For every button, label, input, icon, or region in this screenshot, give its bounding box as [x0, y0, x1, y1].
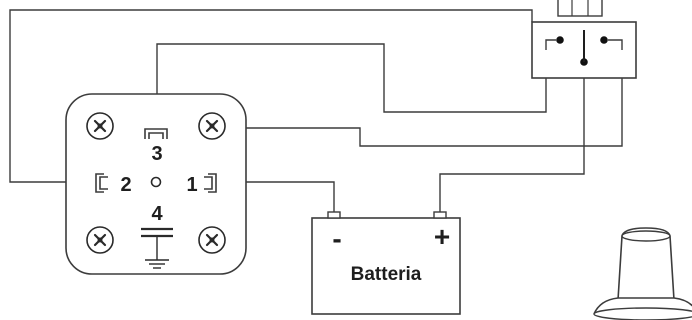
wire-relay-to-switch-right: [246, 50, 623, 147]
wire-switch-to-battery-positive: [439, 62, 585, 218]
battery-label: Batteria: [351, 264, 422, 285]
terminal-1-label: 1: [186, 174, 197, 196]
screw-cross-icon: [86, 112, 114, 140]
toggle-switch-icon: [531, 0, 637, 79]
terminal-1-bracket: [204, 173, 217, 193]
terminal-3-label: 3: [151, 143, 162, 165]
screw-cross-icon: [86, 226, 114, 254]
screw-cross-icon: [198, 112, 226, 140]
center-pin: [150, 176, 162, 188]
terminal-4-label: 4: [151, 203, 163, 225]
wire-terminal-2-to-switch: [9, 9, 533, 183]
battery-positive-label: +: [434, 221, 450, 252]
screw-cross-icon: [198, 226, 226, 254]
ground-symbol-icon: [141, 227, 173, 269]
wires: [9, 9, 623, 218]
terminal-2-bracket: [95, 173, 108, 193]
wire-terminal-3-to-switch: [156, 43, 547, 113]
terminal-3-bracket: [144, 128, 168, 139]
relay: 3 2 1 4: [65, 93, 247, 275]
wire-terminal-1-to-battery-negative: [246, 181, 335, 218]
battery-positive-post: [433, 211, 447, 219]
battery: - + Batteria: [311, 211, 461, 315]
terminal-2-label: 2: [120, 174, 131, 196]
battery-negative-post: [327, 211, 341, 219]
battery-negative-label: -: [332, 223, 341, 254]
battery-body: [311, 217, 461, 315]
switch-lever-icon: [593, 227, 692, 320]
